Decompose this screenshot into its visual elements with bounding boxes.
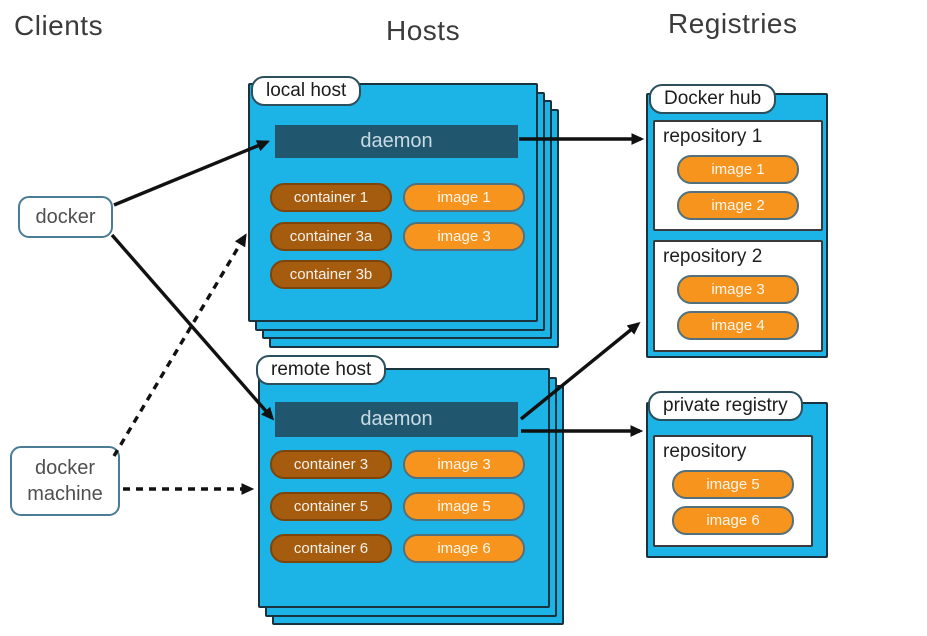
image-pill: image 6	[672, 506, 794, 535]
repository-title: repository	[663, 441, 747, 462]
image-pill: image 3	[677, 275, 799, 304]
image-pill: image 2	[677, 191, 799, 220]
container-pill: container 3a	[270, 222, 392, 251]
image-pill: image 3	[403, 222, 525, 251]
host-local: local host daemon container 1 container …	[248, 76, 559, 348]
image-pill: image 3	[403, 450, 525, 479]
container-pill: container 3	[270, 450, 392, 479]
repository-2: repository 2 image 3 image 4	[653, 240, 823, 352]
host-local-label: local host	[251, 76, 362, 106]
repository-1-title: repository 1	[663, 126, 763, 147]
image-pill: image 5	[672, 470, 794, 499]
registry-docker-hub: Docker hub repository 1 image 1 image 2 …	[646, 84, 828, 358]
host-remote: remote host daemon container 3 container…	[256, 355, 564, 625]
client-docker-label: docker	[35, 206, 96, 228]
repository-2-title: repository 2	[663, 246, 763, 267]
container-pill: container 6	[270, 534, 392, 563]
registries-header: Registries	[668, 8, 798, 39]
container-pill: container 3b	[270, 260, 392, 289]
host-local-daemon: daemon	[275, 125, 518, 158]
host-remote-label: remote host	[256, 355, 387, 385]
host-remote-daemon: daemon	[275, 402, 518, 437]
clients-header: Clients	[14, 10, 104, 41]
client-docker: docker	[18, 196, 113, 238]
client-docker-machine: docker machine	[10, 446, 120, 516]
arrow-docker-to-local-host-daemon	[113, 140, 271, 207]
arrow-docker-machine-to-local-host	[112, 233, 247, 457]
registry-private-label: private registry	[648, 391, 803, 421]
registry-docker-hub-label: Docker hub	[649, 84, 777, 114]
repository: repository image 5 image 6	[653, 435, 813, 547]
repository-1: repository 1 image 1 image 2	[653, 120, 823, 231]
image-pill: image 1	[403, 183, 525, 212]
image-pill: image 1	[677, 155, 799, 184]
image-pill: image 5	[403, 492, 525, 521]
hosts-header: Hosts	[386, 15, 461, 46]
container-pill: container 1	[270, 183, 392, 212]
client-docker-machine-label: docker machine	[27, 457, 103, 505]
image-pill: image 4	[677, 311, 799, 340]
registry-private: private registry repository image 5 imag…	[646, 391, 828, 558]
image-pill: image 6	[403, 534, 525, 563]
container-pill: container 5	[270, 492, 392, 521]
